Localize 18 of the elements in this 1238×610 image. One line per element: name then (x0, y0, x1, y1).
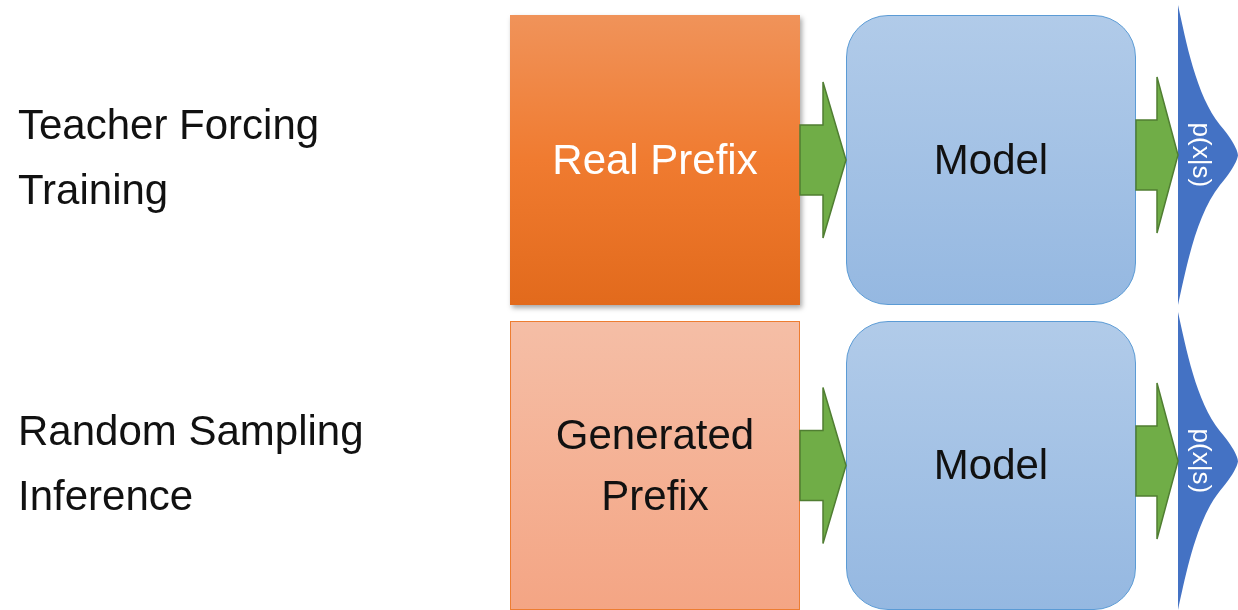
distribution-shape (1178, 312, 1238, 610)
row-label: Random Sampling Inference (18, 406, 365, 522)
node-label: Real Prefix (551, 134, 759, 185)
block-arrow (1135, 382, 1179, 540)
node-label: Generated Prefix (554, 409, 756, 521)
row-label: Teacher Forcing Training (18, 100, 321, 216)
node-label: p(x|s) (1185, 122, 1218, 188)
model-box (846, 321, 1136, 610)
distribution-shape (1178, 5, 1238, 305)
block-arrow (799, 386, 847, 545)
node-label: Model (932, 440, 1050, 491)
block-arrow (799, 81, 847, 239)
block-arrow (1135, 76, 1179, 234)
node-label: Model (932, 134, 1050, 185)
node-label: p(x|s) (1185, 428, 1218, 494)
prefix-box (510, 321, 800, 610)
model-box (846, 15, 1136, 305)
prefix-box (510, 15, 800, 305)
